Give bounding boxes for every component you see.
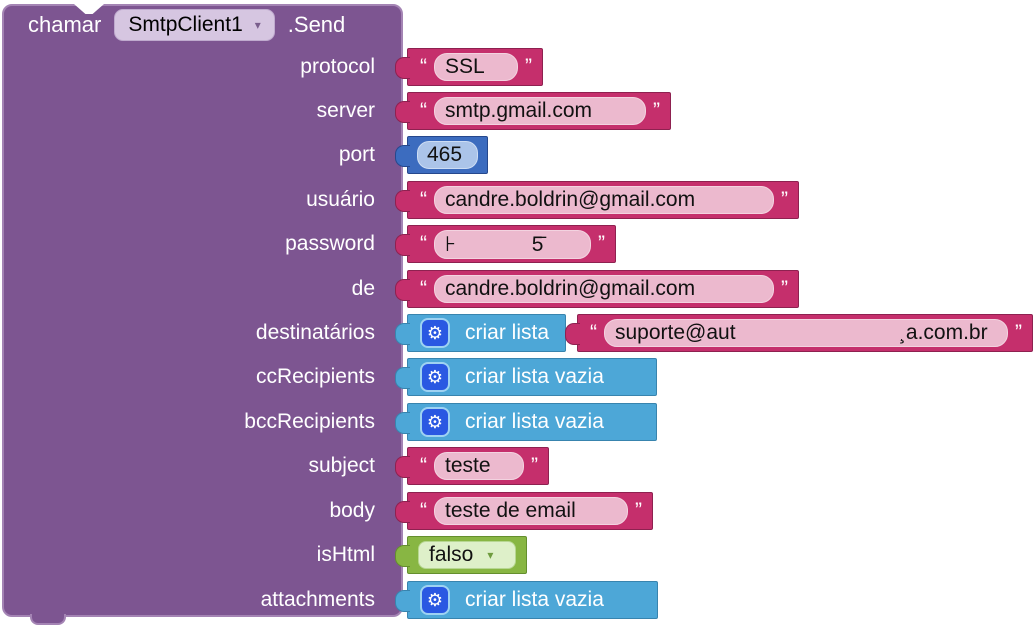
param-row-attachments: attachments ⚙ criar lista vazia [0, 581, 1033, 619]
mutator-gear-icon[interactable]: ⚙ [420, 585, 450, 615]
param-label-subject: subject [308, 454, 375, 477]
text-block-password[interactable]: “ ⊦ 5̄ ” [395, 225, 616, 263]
param-label-destinatarios: destinatários [255, 321, 375, 344]
text-field-destinatario-item[interactable]: suporte@aut ¸a.com.br [604, 319, 1008, 347]
close-quote-icon: ” [781, 277, 788, 300]
param-row-usuario: usuário “ candre.boldrin@gmail.com ” [0, 181, 1033, 219]
chevron-down-icon: ▾ [254, 18, 261, 32]
param-label-ishtml: isHtml [316, 543, 375, 566]
puzzle-tab-icon [395, 412, 410, 434]
puzzle-tab-icon [565, 323, 580, 345]
mutator-gear-icon[interactable]: ⚙ [420, 407, 450, 437]
param-label-port: port [338, 143, 375, 166]
empty-list-block-bccrecipients[interactable]: ⚙ criar lista vazia [395, 403, 657, 441]
close-quote-icon: ” [531, 454, 538, 477]
logic-block-ishtml[interactable]: falso ▾ [395, 536, 527, 574]
param-row-destinatarios: destinatários ⚙ criar lista “ suporte@au… [0, 314, 1033, 352]
close-quote-icon: ” [1015, 321, 1022, 344]
call-keyword: chamar [28, 12, 102, 37]
text-block-de[interactable]: “ candre.boldrin@gmail.com ” [395, 270, 799, 308]
close-quote-icon: ” [525, 55, 532, 78]
next-connector-tab [30, 614, 66, 625]
param-row-bccrecipients: bccRecipients ⚙ criar lista vazia [0, 403, 1033, 441]
param-row-ccrecipients: ccRecipients ⚙ criar lista vazia [0, 358, 1033, 396]
param-row-protocol: protocol “ SSL ” [0, 48, 1033, 86]
component-dropdown[interactable]: SmtpClient1 ▾ [114, 9, 275, 41]
empty-list-label: criar lista vazia [465, 365, 604, 388]
param-label-bccrecipients: bccRecipients [244, 410, 375, 433]
puzzle-tab-icon [395, 456, 410, 478]
text-block-destinatario-item[interactable]: “ suporte@aut ¸a.com.br ” [565, 314, 1033, 352]
chevron-down-icon: ▾ [487, 548, 494, 562]
param-label-body: body [329, 499, 375, 522]
text-field-server[interactable]: smtp.gmail.com [434, 97, 646, 125]
puzzle-tab-icon [395, 501, 410, 523]
open-quote-icon: “ [420, 99, 427, 122]
param-row-server: server “ smtp.gmail.com ” [0, 92, 1033, 130]
text-block-protocol[interactable]: “ SSL ” [395, 48, 543, 86]
text-block-body[interactable]: “ teste de email ” [395, 492, 653, 530]
component-name: SmtpClient1 [128, 13, 243, 36]
puzzle-tab-icon [395, 145, 410, 167]
empty-list-label: criar lista vazia [465, 588, 604, 611]
empty-list-block-ccrecipients[interactable]: ⚙ criar lista vazia [395, 358, 657, 396]
puzzle-tab-icon [395, 590, 410, 612]
text-block-server[interactable]: “ smtp.gmail.com ” [395, 92, 671, 130]
puzzle-tab-icon [395, 279, 410, 301]
param-label-de: de [351, 277, 375, 300]
method-name: .Send [287, 12, 346, 37]
param-label-server: server [316, 99, 375, 122]
puzzle-tab-icon [395, 367, 410, 389]
previous-connector-notch [74, 4, 104, 14]
text-field-protocol[interactable]: SSL [434, 53, 518, 81]
text-field-password[interactable]: ⊦ 5̄ [434, 229, 591, 259]
make-list-label: criar lista [465, 321, 550, 344]
smtpclient-send-call-block[interactable] [2, 4, 403, 617]
make-list-block-destinatarios[interactable]: ⚙ criar lista [395, 314, 566, 352]
puzzle-tab-icon [395, 57, 410, 79]
text-block-subject[interactable]: “ teste ” [395, 447, 549, 485]
param-row-ishtml: isHtml falso ▾ [0, 536, 1033, 574]
call-block-header: chamar SmtpClient1 ▾ .Send [28, 9, 345, 41]
puzzle-tab-icon [395, 190, 410, 212]
param-label-usuario: usuário [306, 188, 375, 211]
open-quote-icon: “ [420, 55, 427, 78]
text-field-usuario[interactable]: candre.boldrin@gmail.com [434, 186, 774, 214]
close-quote-icon: ” [653, 99, 660, 122]
open-quote-icon: “ [590, 321, 597, 344]
puzzle-tab-icon [395, 234, 410, 256]
text-field-subject[interactable]: teste [434, 452, 524, 480]
param-label-ccrecipients: ccRecipients [255, 365, 375, 388]
param-label-protocol: protocol [300, 55, 375, 78]
open-quote-icon: “ [420, 188, 427, 211]
close-quote-icon: ” [598, 232, 605, 255]
param-row-body: body “ teste de email ” [0, 492, 1033, 530]
mutator-gear-icon[interactable]: ⚙ [420, 318, 450, 348]
text-field-de[interactable]: candre.boldrin@gmail.com [434, 275, 774, 303]
close-quote-icon: ” [781, 188, 788, 211]
open-quote-icon: “ [420, 454, 427, 477]
param-row-de: de “ candre.boldrin@gmail.com ” [0, 270, 1033, 308]
close-quote-icon: ” [635, 499, 642, 522]
param-label-attachments: attachments [260, 588, 375, 611]
number-field-port[interactable]: 465 [417, 141, 478, 169]
empty-list-block-attachments[interactable]: ⚙ criar lista vazia [395, 581, 658, 619]
logic-value: falso [429, 543, 474, 566]
param-row-password: password “ ⊦ 5̄ ” [0, 225, 1033, 263]
logic-dropdown-ishtml[interactable]: falso ▾ [418, 541, 516, 569]
puzzle-tab-icon [395, 101, 410, 123]
mutator-gear-icon[interactable]: ⚙ [420, 362, 450, 392]
open-quote-icon: “ [420, 277, 427, 300]
puzzle-tab-icon [395, 545, 410, 567]
text-field-body[interactable]: teste de email [434, 497, 628, 525]
number-block-port[interactable]: 465 [395, 136, 488, 174]
open-quote-icon: “ [420, 499, 427, 522]
open-quote-icon: “ [420, 232, 427, 255]
param-row-port: port 465 [0, 136, 1033, 174]
empty-list-label: criar lista vazia [465, 410, 604, 433]
text-block-usuario[interactable]: “ candre.boldrin@gmail.com ” [395, 181, 799, 219]
param-row-subject: subject “ teste ” [0, 447, 1033, 485]
param-label-password: password [285, 232, 375, 255]
puzzle-tab-icon [395, 323, 410, 345]
